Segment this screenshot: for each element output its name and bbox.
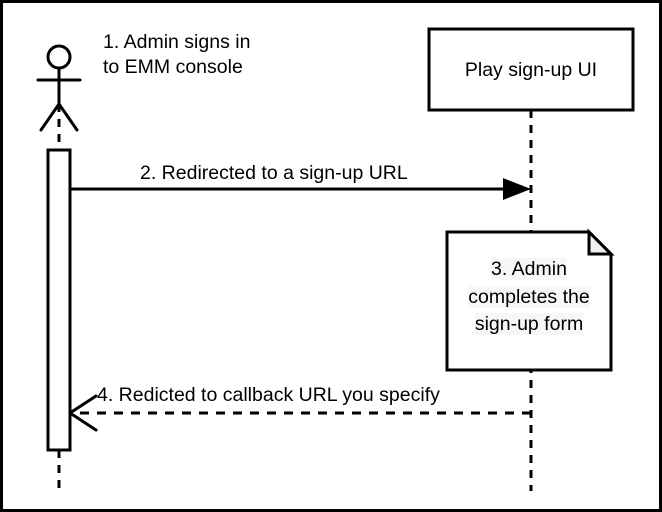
note-text-line-2: completes the: [468, 285, 590, 308]
actor-left-leg-line: [39, 102, 61, 132]
message-2-arrowhead-filled-icon: [503, 178, 531, 200]
message-4-arrow: [68, 394, 531, 432]
actor-caption-line-1: 1. Admin signs in: [103, 31, 251, 53]
actor-caption-line-2: to EMM console: [103, 55, 243, 78]
note-text-line-1: 3. Admin: [491, 258, 567, 280]
actor-right-leg-line: [57, 102, 79, 132]
message-4-label: 4. Redicted to callback URL you specify: [97, 384, 440, 406]
message-4-arrowhead-open-icon: [68, 394, 98, 432]
note-folded-corner-icon: [587, 228, 615, 256]
note-text: 3. Admin completes the sign-up form: [449, 256, 609, 339]
actor-activation-bar: [46, 148, 72, 452]
message-2-arrow: [70, 178, 531, 200]
message-2-label: 2. Redirected to a sign-up URL: [140, 162, 408, 184]
participant-label: Play sign-up UI: [464, 59, 598, 81]
note-text-line-3: sign-up form: [474, 313, 584, 336]
actor-stick-figure-icon: [36, 44, 82, 132]
